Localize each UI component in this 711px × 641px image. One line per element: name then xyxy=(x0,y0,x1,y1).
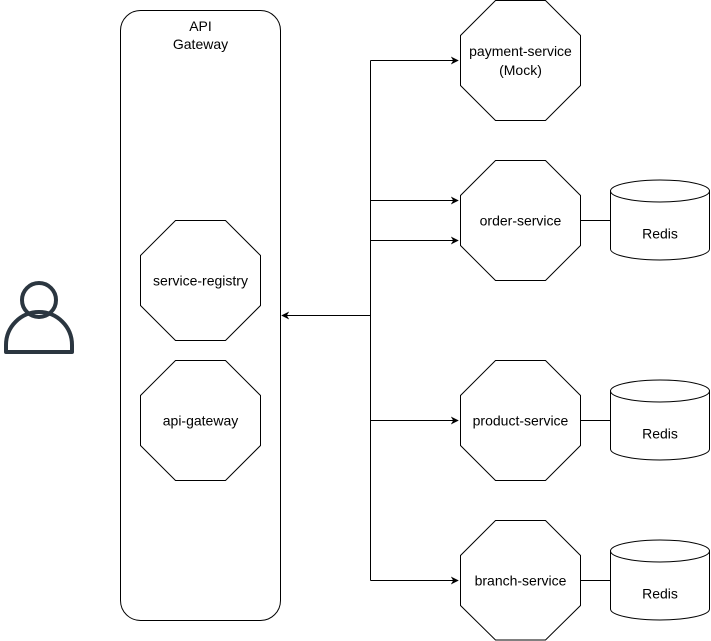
service-registry-label: service-registry xyxy=(153,273,248,289)
product-redis-label: Redis xyxy=(642,426,678,442)
branch-service-node[interactable] xyxy=(460,520,581,641)
product-redis-db[interactable]: Redis xyxy=(610,379,710,461)
payment-service-label-line2: (Mock) xyxy=(499,62,542,78)
api-gateway-label: api-gateway xyxy=(163,413,239,429)
user-icon xyxy=(4,281,74,354)
order-service-label: order-service xyxy=(480,213,562,229)
gateway-title-line2: Gateway xyxy=(173,36,228,52)
branch-redis-db[interactable]: Redis xyxy=(610,539,710,621)
product-service-node[interactable] xyxy=(460,360,581,481)
api-gateway-node[interactable] xyxy=(140,360,261,481)
payment-service-label-line1: payment-service xyxy=(469,43,572,59)
branch-service-label: branch-service xyxy=(475,573,567,589)
service-registry-node[interactable] xyxy=(140,220,261,341)
connectors xyxy=(281,56,611,585)
payment-service-node[interactable] xyxy=(460,0,581,121)
gateway-title-line1: API xyxy=(189,18,212,34)
order-redis-db[interactable]: Redis xyxy=(610,179,710,261)
product-service-label: product-service xyxy=(473,413,569,429)
order-service-node[interactable] xyxy=(460,160,581,281)
order-redis-label: Redis xyxy=(642,226,678,242)
branch-redis-label: Redis xyxy=(642,586,678,602)
